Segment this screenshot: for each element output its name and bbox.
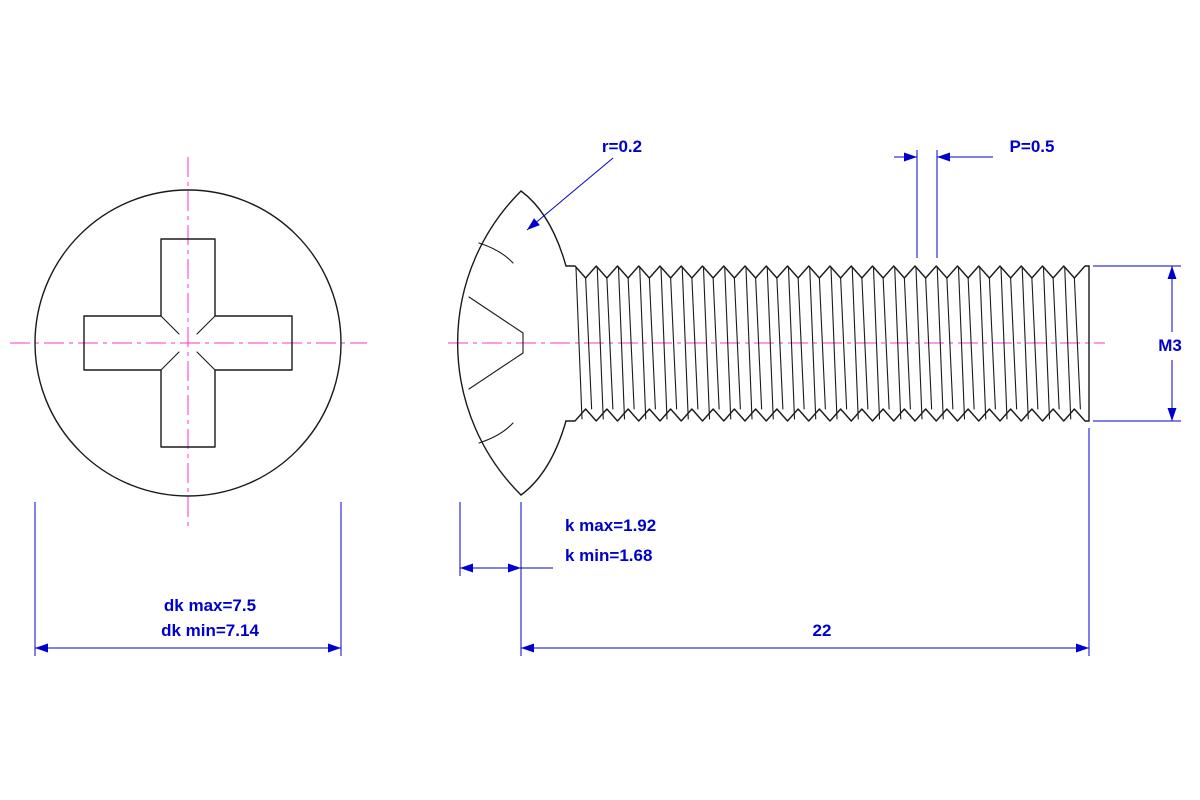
dimension-arrowheads (35, 152, 1177, 653)
head-outline-circle (34, 189, 342, 497)
thread-crest-top (565, 265, 1090, 279)
dim-m3: M3 (1093, 265, 1182, 422)
head-top-fillet (520, 190, 567, 267)
head-bottom-fillet (520, 420, 567, 496)
r-leader-line (526, 157, 614, 231)
r-label: r=0.2 (602, 137, 642, 156)
dim-k: k max=1.92 k min=1.68 (459, 502, 656, 656)
arrowhead (904, 152, 917, 162)
thread-lines (565, 265, 1090, 422)
recess-wing-arcs (478, 242, 514, 444)
thread-crest-bottom (565, 408, 1090, 422)
arrowhead (937, 152, 950, 162)
phillips-recess-corner-lines (160, 315, 216, 371)
recess-profile-lines (468, 296, 524, 390)
dim-p: P=0.5 (894, 137, 1054, 258)
dim-r: r=0.2 (526, 137, 642, 231)
p-label: P=0.5 (1010, 137, 1055, 156)
thread-flank-lines (575, 267, 1081, 420)
arrowhead (1167, 266, 1177, 279)
arrowhead (1167, 408, 1177, 421)
arrowhead (527, 218, 540, 230)
k-max-label: k max=1.92 (565, 516, 656, 535)
dk-max-label: dk max=7.5 (164, 596, 256, 615)
length-label: 22 (813, 621, 832, 640)
arrowhead (508, 563, 521, 573)
dim-dk: dk max=7.5 dk min=7.14 (34, 502, 342, 656)
head-dome-arc (456, 190, 522, 496)
arrowhead (1076, 643, 1089, 653)
arrowhead (521, 643, 534, 653)
side-view (448, 190, 1105, 496)
arrowhead (328, 643, 341, 653)
dimensions: dk max=7.5 dk min=7.14 22 k max=1.92 k m… (34, 137, 1182, 656)
m3-label: M3 (1158, 336, 1182, 355)
front-view (10, 157, 367, 529)
k-min-label: k min=1.68 (565, 546, 652, 565)
dim-length: 22 (521, 428, 1090, 656)
arrowhead (35, 643, 48, 653)
dk-min-label: dk min=7.14 (161, 621, 259, 640)
arrowhead (460, 563, 473, 573)
